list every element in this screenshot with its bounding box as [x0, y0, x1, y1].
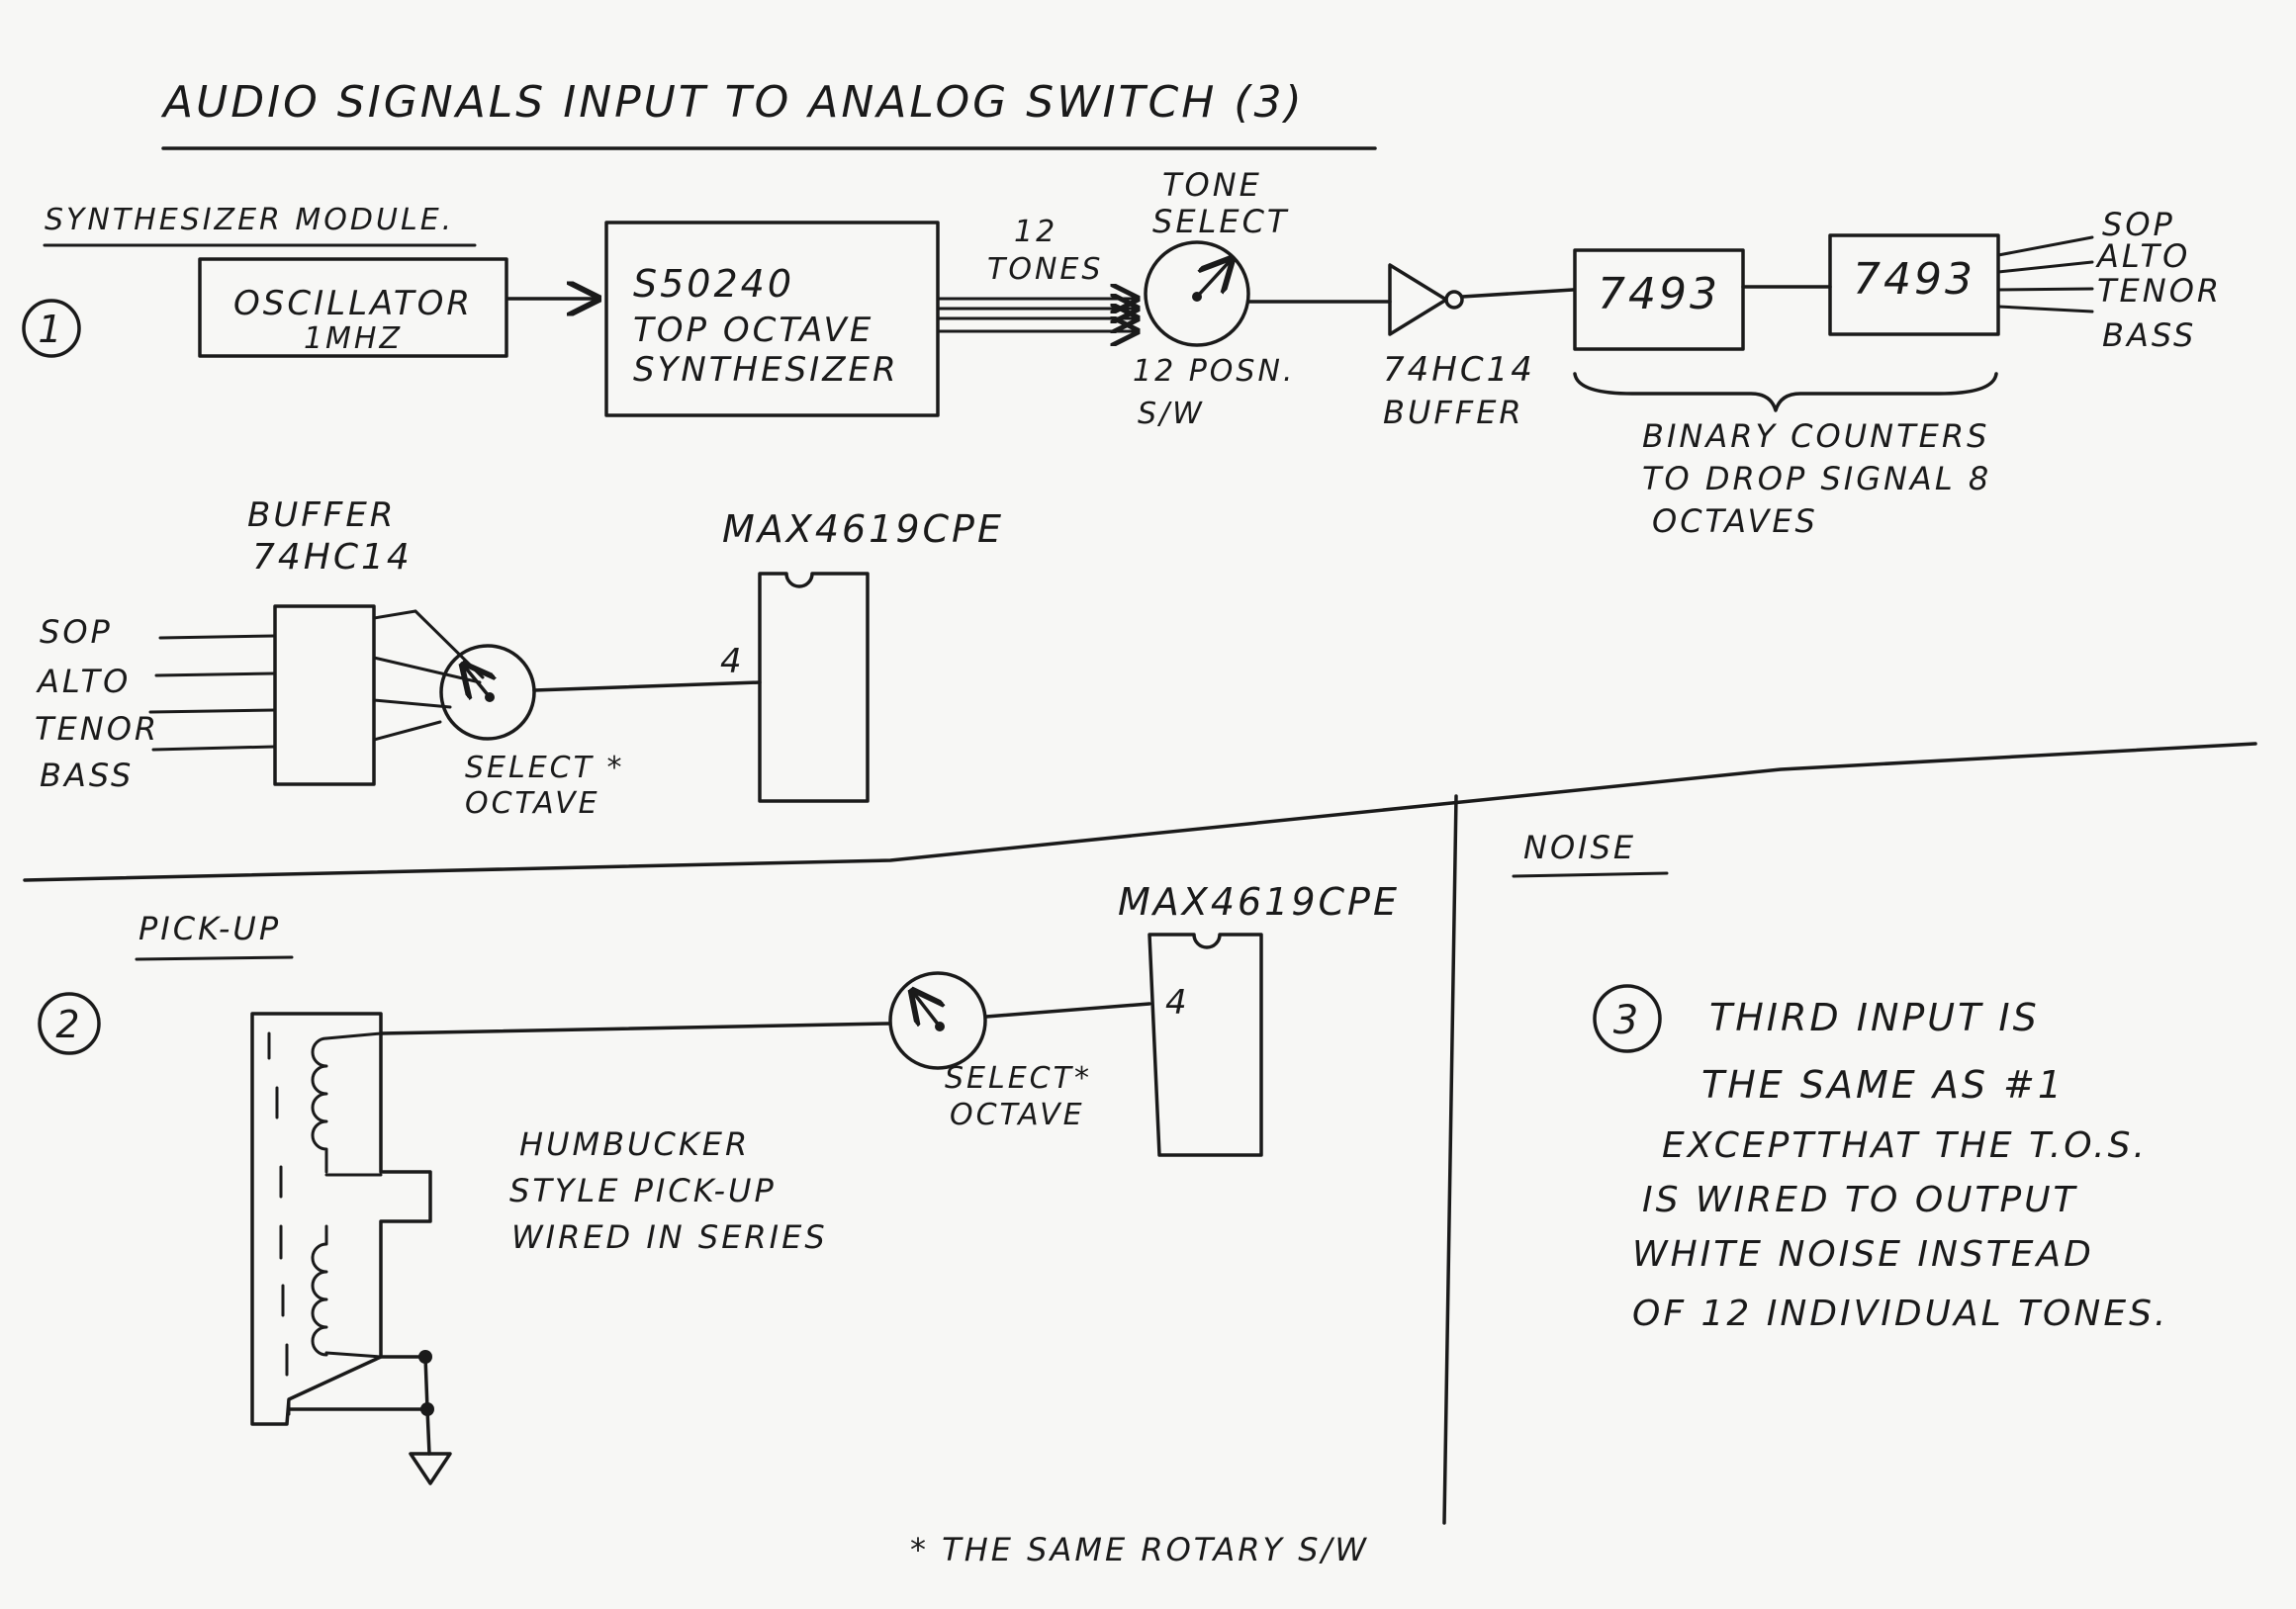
page-title: AUDIO SIGNALS INPUT TO ANALOG SWITCH (3) [160, 77, 1305, 128]
pickup-note-3: WIRED IN SERIES [511, 1218, 828, 1256]
noise-note-2: THE SAME AS #1 [1701, 1063, 2065, 1107]
buffer2-label-1: BUFFER [247, 495, 396, 535]
pickup-heading-underline [135, 955, 294, 961]
noise-note-3: EXCEPTTHAT THE T.O.S. [1662, 1125, 2148, 1166]
footnote: * THE SAME ROTARY S/W [910, 1531, 1369, 1568]
buffer-label-2: BUFFER [1383, 394, 1524, 431]
twelve-tone-bus [936, 299, 1138, 331]
section-2-marker: 2 [38, 992, 101, 1055]
tone-select-label-2: SELECT [1152, 203, 1289, 240]
horizontal-divider [23, 742, 2257, 882]
svg-text:1MHZ: 1MHZ [304, 321, 403, 356]
buffer-label-1: 74HC14 [1383, 350, 1535, 390]
pickup-note-2: STYLE PICK-UP [509, 1172, 777, 1209]
select-octave-2-label-1: SELECT* [945, 1061, 1092, 1096]
humbucker-pickup [250, 1012, 432, 1426]
input-bass: BASS [40, 757, 134, 794]
svg-text:3: 3 [1613, 998, 1641, 1043]
chip1-label: MAX4619CPE [722, 507, 1004, 551]
output-tenor: TENOR [2097, 272, 2222, 310]
svg-text:2: 2 [55, 1003, 82, 1046]
noise-note-4: IS WIRED TO OUTPUT [1642, 1180, 2078, 1220]
binary-counter-1: 7493 [1573, 248, 1745, 351]
svg-text:7493: 7493 [1598, 269, 1720, 319]
binary-counter-2: 7493 [1828, 233, 2000, 336]
tones-label-2: TONES [987, 252, 1103, 287]
counter-output-lines [1996, 235, 2094, 313]
chip1-pin-label: 4 [720, 642, 745, 681]
max4619-chip-1 [758, 572, 870, 803]
tone-select-switch [1144, 240, 1250, 347]
select-octave-1-label-1: SELECT * [465, 751, 624, 785]
pickup-note-1: HUMBUCKER [519, 1125, 750, 1163]
buffer-input-lines [148, 634, 277, 752]
chip2-label: MAX4619CPE [1118, 880, 1400, 924]
noise-note-1: THIRD INPUT IS [1709, 996, 2040, 1039]
tone-select-label-1: TONE [1162, 166, 1262, 204]
pickup-heading: PICK-UP [138, 910, 281, 947]
output-alto: ALTO [2095, 237, 2190, 275]
inverter-buffer-symbol [1388, 263, 1464, 336]
ground-symbol [287, 1350, 452, 1485]
switch1-to-chip-wire [532, 680, 762, 692]
svg-text:TOP OCTAVE: TOP OCTAVE [633, 311, 873, 350]
vertical-divider [1442, 794, 1458, 1525]
buffer2-block [273, 604, 376, 786]
switch-posn-label-1: 12 POSN. [1133, 354, 1295, 389]
top-octave-synth-block: S50240 TOP OCTAVE SYNTHESIZER [604, 221, 940, 417]
buffer-output-lines [372, 609, 485, 742]
svg-text:S50240: S50240 [633, 262, 794, 306]
noise-heading-underline [1512, 871, 1669, 878]
pickup-to-switch-wire [379, 1022, 890, 1035]
switch2-to-chip-wire [984, 1002, 1151, 1019]
chip2-pin-label: 4 [1165, 983, 1190, 1023]
max4619-chip-2 [1148, 933, 1263, 1157]
input-alto: ALTO [36, 663, 131, 700]
counters-note-1: BINARY COUNTERS [1642, 417, 1989, 455]
svg-text:SYNTHESIZER: SYNTHESIZER [633, 350, 899, 390]
buffer-to-counter-wire [1460, 288, 1575, 299]
output-sop: SOP [2102, 206, 2175, 243]
tones-label-1: 12 [1014, 215, 1057, 249]
section-1-marker: 1 [22, 299, 81, 358]
buffer2-label-2: 74HC14 [252, 537, 413, 578]
svg-text:7493: 7493 [1853, 254, 1975, 305]
counters-note-2: TO DROP SIGNAL 8 [1642, 460, 1991, 497]
noise-note-6: OF 12 INDIVIDUAL TONES. [1632, 1294, 2168, 1334]
noise-heading: NOISE [1523, 829, 1636, 866]
synth-module-heading: SYNTHESIZER MODULE. [45, 203, 454, 237]
input-sop: SOP [40, 613, 113, 651]
oscillator-block: OSCILLATOR 1MHZ [198, 257, 508, 358]
select-octave-switch-1 [439, 644, 536, 741]
svg-text:OSCILLATOR: OSCILLATOR [233, 284, 473, 323]
counters-note-3: OCTAVES [1652, 502, 1818, 540]
counters-brace [1573, 372, 1998, 412]
svg-text:1: 1 [38, 308, 64, 351]
select-octave-switch-2 [888, 971, 987, 1070]
section-3-marker: 3 [1593, 984, 1662, 1053]
switch-posn-label-2: S/W [1138, 397, 1205, 431]
select-octave-2-label-2: OCTAVE [950, 1098, 1085, 1132]
input-tenor: TENOR [35, 710, 159, 748]
select-octave-1-label-2: OCTAVE [465, 786, 600, 821]
output-bass: BASS [2102, 316, 2196, 354]
noise-note-5: WHITE NOISE INSTEAD [1632, 1234, 2094, 1275]
